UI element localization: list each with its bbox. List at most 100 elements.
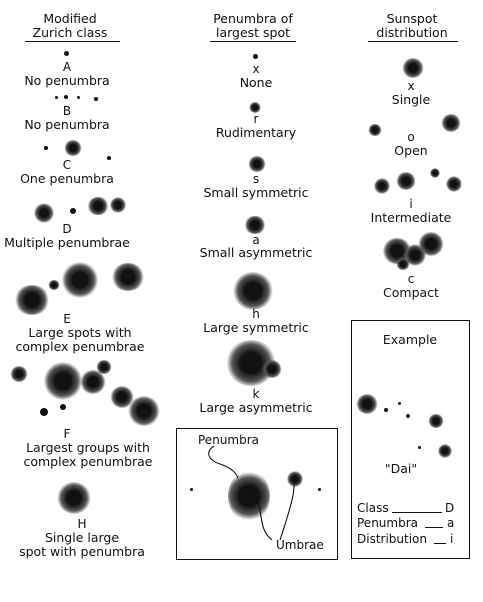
example-name: "Dai" (384, 461, 418, 476)
class-e-spot (48, 280, 60, 290)
class-c-spot (64, 140, 82, 156)
distribution-title-underline (368, 41, 458, 42)
class-c-code: C (62, 158, 72, 172)
penumbra-inset-box (176, 428, 338, 560)
example-title: Example (382, 332, 438, 347)
distribution-i-spot (396, 172, 416, 190)
example-spot (438, 444, 452, 458)
class-b-code: B (62, 104, 72, 118)
class-f-spot (80, 370, 106, 394)
class-c-small-spot (44, 146, 48, 150)
class-e-label-line1: Large spots with (28, 325, 132, 340)
zurich-title-underline (25, 41, 120, 42)
penumbra-h-label: Large symmetric (203, 320, 309, 335)
inset-umbrae-label: Umbrae (276, 538, 324, 552)
class-c-small-spot (107, 156, 111, 160)
distribution-o-label: Open (394, 143, 428, 158)
example-class-label: Class (357, 501, 389, 515)
class-f-spot (10, 366, 28, 382)
class-b-spot (77, 96, 80, 99)
penumbra-a-code: a (252, 233, 260, 247)
penumbra-k-code: k (252, 387, 260, 401)
example-penumbra-label: Penumbra (357, 516, 418, 530)
example-class-value: D (445, 501, 455, 515)
distribution-i-spot (446, 176, 462, 192)
example-spot (428, 414, 444, 428)
distribution-c-spot (396, 258, 410, 270)
example-class-blank (392, 512, 442, 513)
distribution-i-code: i (409, 197, 413, 211)
penumbra-title-line2: largest spot (215, 25, 291, 40)
distribution-c-spot (418, 232, 444, 256)
distribution-i-label: Intermediate (370, 210, 452, 225)
class-e-code: E (63, 312, 71, 326)
class-e-label-line2: complex penumbrae (15, 339, 145, 354)
class-a-code: A (62, 60, 72, 74)
penumbra-s-label: Small symmetric (203, 185, 309, 200)
class-b-spot (55, 96, 58, 99)
distribution-title-line2: distribution (376, 25, 448, 40)
penumbra-s-spot (248, 156, 266, 172)
distribution-c-code: c (407, 272, 415, 286)
umbrae-pointer-line (249, 491, 273, 541)
penumbra-k-spot-lobe (262, 360, 282, 378)
penumbra-pointer-line (208, 445, 239, 479)
penumbra-x-label: None (239, 75, 273, 90)
penumbra-k-label: Large asymmetric (199, 400, 313, 415)
example-penumbra-blank (425, 527, 443, 528)
distribution-o-spot (441, 114, 461, 132)
class-d-spot (34, 203, 54, 223)
class-b-spot (64, 95, 68, 99)
inset-dot (318, 488, 321, 491)
distribution-x-code: x (407, 79, 415, 93)
example-distribution-label: Distribution (357, 532, 428, 546)
class-d-spot (110, 197, 126, 213)
penumbra-h-spot (233, 272, 273, 310)
class-f-spot (40, 408, 48, 416)
class-e-spot (111, 263, 145, 291)
zurich-title-line1: Modified (43, 11, 97, 26)
penumbra-x-code: x (252, 62, 260, 76)
example-spot (384, 408, 388, 412)
inset-penumbra-label: Penumbra (198, 433, 259, 447)
class-e-spot (14, 285, 50, 315)
class-d-label: Multiple penumbrae (4, 235, 130, 250)
class-f-spot (44, 362, 82, 400)
inset-small-spot (287, 471, 303, 487)
class-a-spot (64, 51, 69, 56)
example-penumbra-value: a (447, 516, 455, 530)
example-spot (406, 414, 410, 418)
class-e-spot (62, 262, 98, 298)
example-spot (398, 402, 401, 405)
inset-large-spot (228, 470, 270, 522)
penumbra-r-code: r (253, 112, 259, 126)
class-d-code: D (62, 222, 72, 236)
class-h-spot (57, 482, 91, 514)
class-h-label-line2: spot with penumbra (19, 544, 145, 559)
distribution-o-code: o (407, 130, 415, 144)
class-f-code: F (63, 427, 71, 441)
example-spot (356, 394, 378, 414)
class-d-spot (70, 208, 76, 214)
class-b-spot (94, 97, 98, 101)
distribution-title-line1: Sunspot (386, 11, 438, 26)
class-f-spot (60, 404, 66, 410)
penumbra-r-spot (249, 102, 261, 113)
penumbra-a-spot (244, 216, 266, 234)
inset-dot (190, 488, 193, 491)
penumbra-x-spot (253, 54, 258, 59)
class-f-label-line2: complex penumbrae (23, 454, 153, 469)
penumbra-title-line1: Penumbra of (213, 11, 293, 26)
class-f-label-line1: Largest groups with (26, 440, 150, 455)
distribution-o-spot (368, 124, 382, 136)
class-a-label: No penumbra (24, 73, 110, 88)
class-f-spot (128, 396, 160, 426)
distribution-i-spot (374, 178, 390, 194)
distribution-x-spot (402, 58, 424, 78)
zurich-title-line2: Zurich class (32, 25, 108, 40)
class-d-spot (87, 197, 109, 215)
example-box (351, 320, 470, 559)
penumbra-title-underline (210, 41, 296, 42)
example-spot (418, 446, 421, 449)
